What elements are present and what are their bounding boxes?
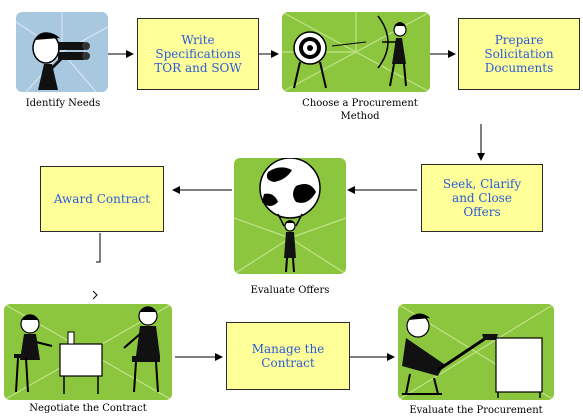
- identify-needs-label: Identify Needs: [25, 98, 101, 109]
- binoculars-icon: [16, 12, 108, 92]
- archery-target-icon: [282, 12, 430, 92]
- evaluate-procurement-label: Evaluate the Procurement: [409, 405, 543, 416]
- prepare-solicitation-box: Prepare Solicitation Documents: [458, 18, 580, 90]
- negotiate-contract-label: Negotiate the Contract: [29, 403, 147, 414]
- choose-method-label: Choose a Procurement Method: [302, 98, 418, 122]
- evaluate-offers-label: Evaluate Offers: [250, 285, 330, 296]
- identify-needs-picture: [16, 12, 108, 92]
- evaluate-offers-picture: [234, 158, 346, 274]
- seek-clarify-box: Seek, Clarify and Close Offers: [421, 164, 543, 232]
- negotiation-desk-icon: [4, 304, 172, 400]
- manage-contract-box: Manage the Contract: [226, 322, 350, 390]
- choose-method-picture: [282, 12, 430, 92]
- connector-award-to-negotiate: [96, 233, 101, 263]
- evaluate-procurement-picture: [398, 304, 554, 400]
- negotiate-contract-picture: [4, 304, 172, 400]
- relaxing-person-icon: [398, 304, 554, 400]
- award-contract-box: Award Contract: [40, 166, 164, 232]
- arrow-award-to-negotiate: [92, 290, 98, 300]
- write-specifications-box: Write Specifications TOR and SOW: [137, 18, 259, 90]
- globe-carrier-icon: [234, 158, 346, 274]
